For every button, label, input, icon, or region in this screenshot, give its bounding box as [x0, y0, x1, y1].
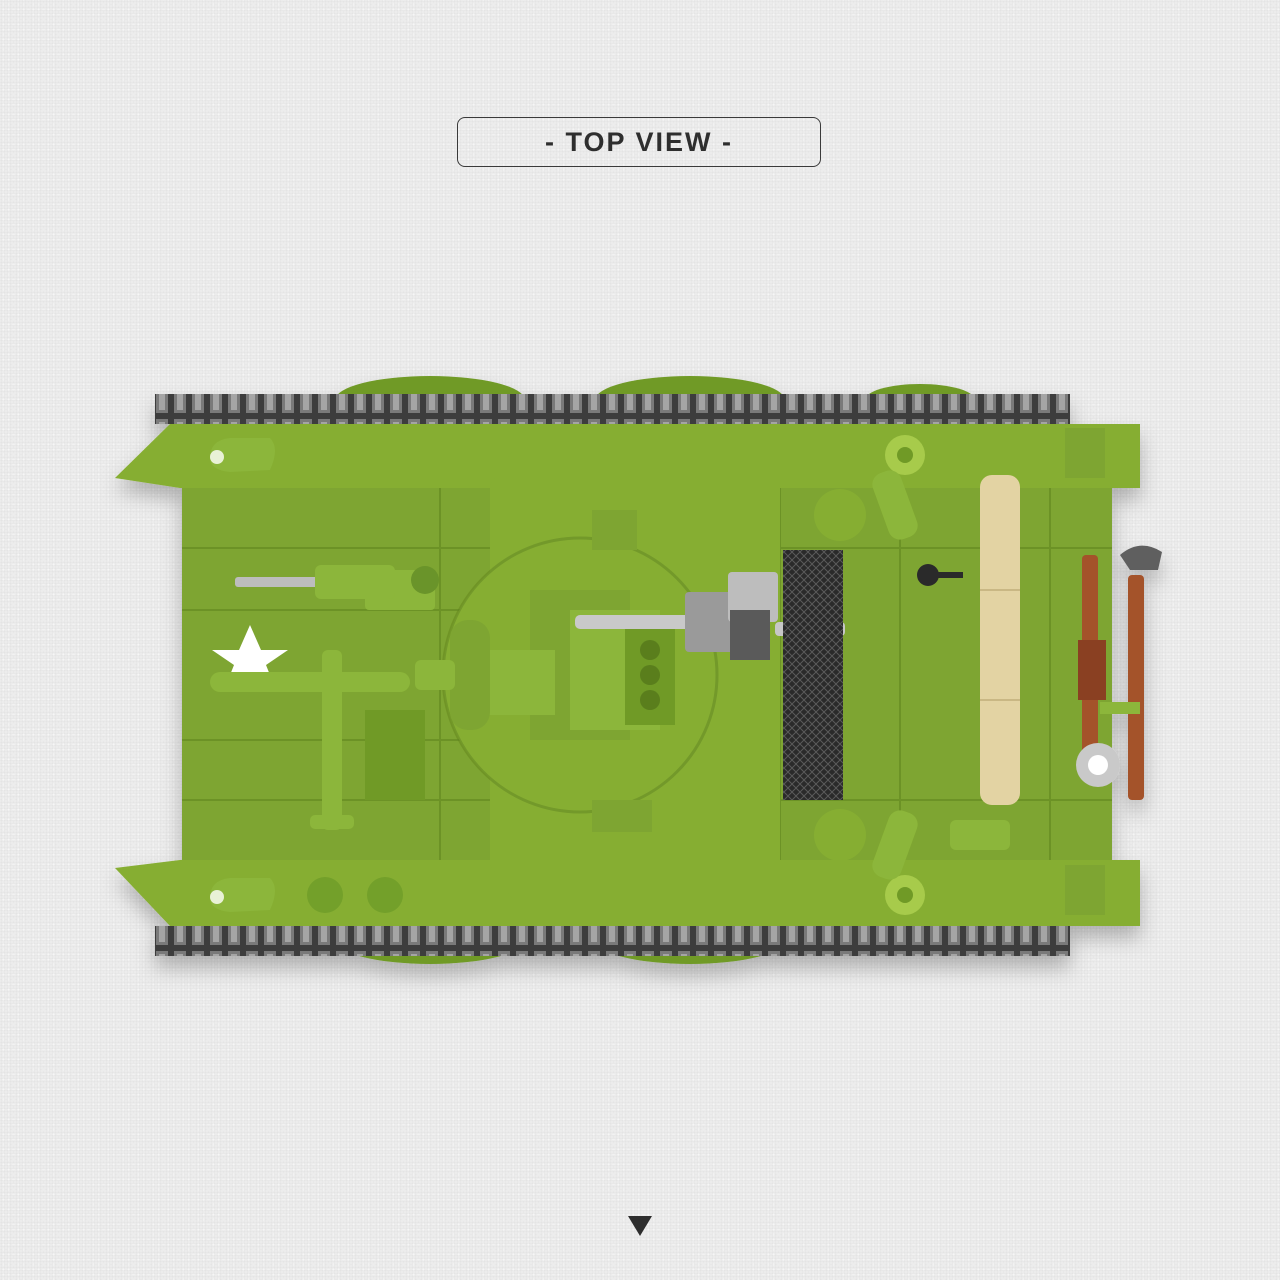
headlight-top [210, 438, 275, 472]
track-bottom [155, 926, 1070, 956]
rear-block-top [1065, 428, 1105, 478]
tan-log [980, 475, 1020, 805]
view-label: - TOP VIEW - [457, 117, 821, 167]
tank-model-image [100, 360, 1180, 1000]
triangle-down-icon[interactable] [628, 1216, 652, 1236]
plate-left [365, 710, 425, 800]
tow-bar [210, 650, 410, 830]
turret-machine-gun [575, 572, 845, 660]
bow-gun [235, 565, 439, 599]
track-top [155, 394, 1070, 424]
tools [1076, 545, 1162, 800]
turret [415, 510, 719, 832]
headlight-bottom [210, 877, 403, 913]
rear-block-bottom [1065, 865, 1105, 915]
hull-fittings [814, 435, 1010, 915]
engine-grille [783, 550, 843, 800]
